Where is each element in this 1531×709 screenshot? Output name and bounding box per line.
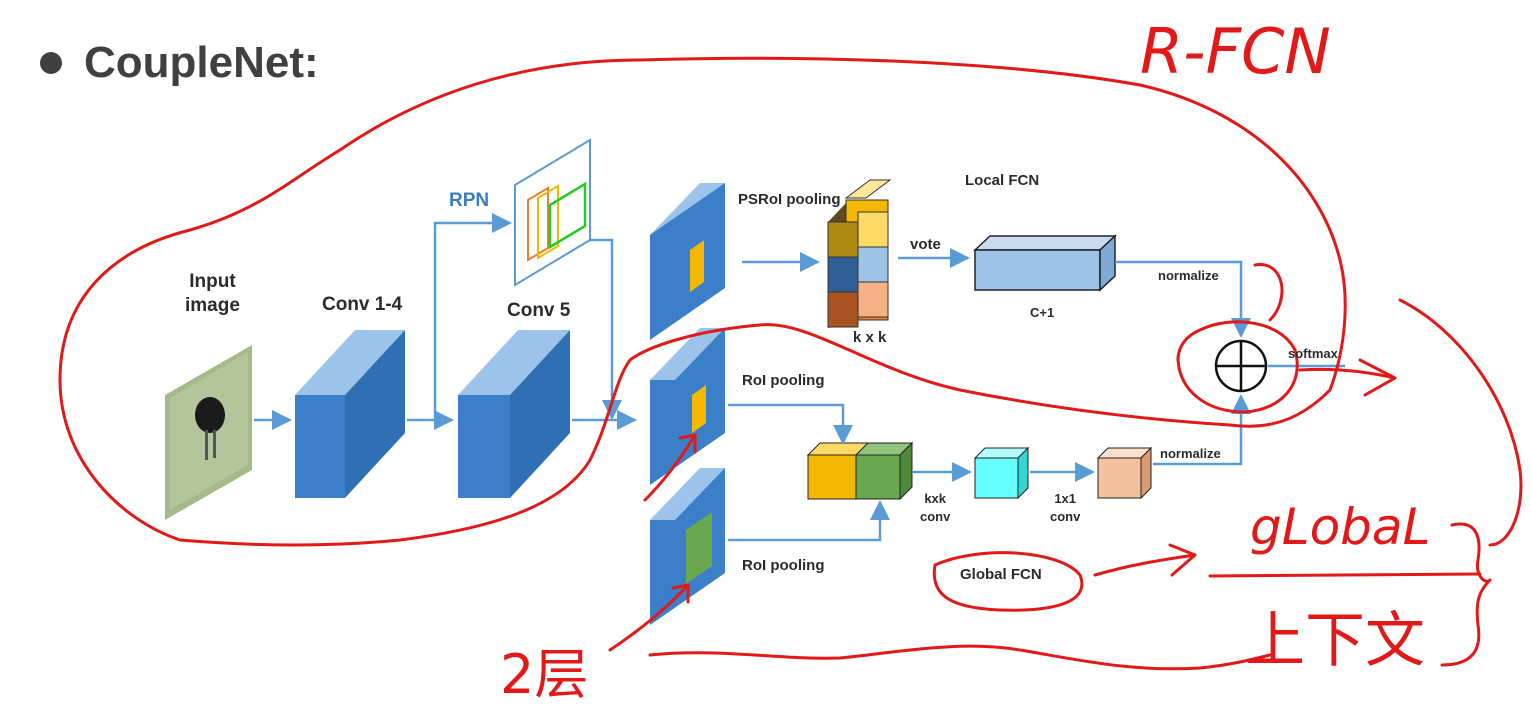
c-plus-1-label: C+1 [1030, 305, 1055, 320]
kxk-conv-label: kxk conv [920, 491, 951, 524]
softmax-label: softmax [1288, 346, 1338, 361]
layers-annotation: 2层 [500, 643, 589, 706]
feature-map-middle [650, 328, 725, 485]
flow-arrows [254, 213, 1345, 542]
rfcn-annotation: R-FCN [1140, 15, 1331, 88]
conv1x1-label: 1x1 conv [1050, 491, 1081, 524]
feature-map-bottom [650, 468, 725, 625]
global-annotation: gLobaL [1250, 498, 1431, 556]
bottom-wave [648, 644, 1272, 671]
rpn-label: RPN [449, 190, 490, 211]
conv5-label: Conv 5 [507, 300, 571, 321]
rpn-proposals [514, 138, 591, 287]
local-loop [1253, 263, 1284, 322]
global-arrow [1093, 543, 1197, 577]
arrow-mid-map [643, 433, 697, 502]
conv14-block [295, 330, 405, 498]
feature-map-top [650, 183, 725, 340]
normalize-top-label: normalize [1158, 268, 1219, 283]
input-image-label: Input image [185, 271, 240, 316]
context-annotation: 上下文 [1245, 606, 1425, 676]
local-fcn-block [973, 234, 1117, 292]
sum-circle-ring [1176, 320, 1299, 414]
psroi-grid [827, 179, 892, 328]
psroi-pooling-label: PSRoI pooling [738, 191, 841, 208]
red-annotations [58, 56, 1523, 671]
softmax-arrow [1298, 358, 1397, 397]
input-image [165, 345, 252, 520]
global-fcn-label: Global FCN [960, 566, 1042, 583]
roi-pooling-label-bottom: RoI pooling [742, 557, 825, 574]
peach-cube [1096, 446, 1153, 500]
global-ring [932, 551, 1084, 612]
sum-circle [1214, 339, 1268, 393]
roi-pooling-label-middle: RoI pooling [742, 372, 825, 389]
local-fcn-label: Local FCN [965, 172, 1040, 189]
slide-title-text: CoupleNet: [84, 38, 319, 87]
vote-label: vote [910, 236, 941, 253]
cyan-cube [973, 446, 1030, 500]
normalize-bottom-label: normalize [1160, 446, 1221, 461]
fraction-bar [1208, 572, 1482, 578]
concat-block [806, 441, 914, 501]
rfcn-outline [58, 56, 1347, 547]
outer-curve [1398, 298, 1523, 547]
bullet-dot-icon [40, 52, 62, 74]
right-brace [1440, 522, 1492, 667]
conv14-label: Conv 1-4 [322, 294, 403, 315]
conv5-block [458, 330, 570, 498]
slide-title: CoupleNet: [40, 38, 319, 88]
kxk-label: k x k [853, 329, 887, 346]
arrow-bottom-map [608, 583, 690, 652]
